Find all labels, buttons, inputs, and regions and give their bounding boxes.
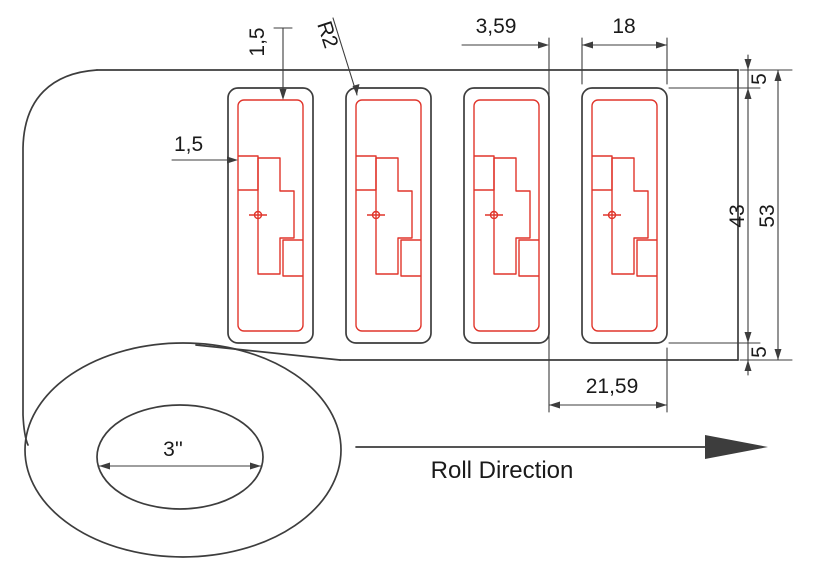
label-1: [227, 87, 314, 344]
down-arrow-icon: [744, 59, 752, 70]
dim-gap-text: 3,59: [476, 15, 517, 38]
dim-pitch: 21,59: [548, 347, 668, 413]
down-arrow-icon: [744, 332, 752, 343]
roll-direction-arrow-icon: [705, 435, 768, 459]
dim-antenna-left-text: 1,5: [174, 133, 203, 156]
dim-radius: R2: [312, 17, 360, 96]
dim-stack-inner: 5 43 5: [726, 54, 771, 376]
up-arrow-icon: [774, 70, 782, 81]
dim-antenna-top: 1,5: [246, 27, 293, 100]
right-arrow-icon: [656, 401, 667, 409]
right-arrow-icon: [538, 41, 549, 49]
dim-margin-bottom-text: 5: [748, 346, 771, 358]
web: [96, 69, 739, 361]
dim-web-height: 53: [756, 69, 782, 361]
dim-radius-text: R2: [312, 18, 342, 51]
down-arrow-icon: [279, 89, 287, 100]
dim-label-height-text: 43: [726, 204, 749, 227]
labels: [227, 87, 668, 344]
roll-wrap-outline: [22, 69, 98, 446]
label-2: [345, 87, 432, 344]
right-arrow-icon: [656, 41, 667, 49]
up-arrow-icon: [744, 88, 752, 99]
dim-web-height-text: 53: [756, 204, 779, 227]
roll: [22, 69, 342, 558]
dim-label-width: 18: [581, 15, 668, 85]
left-arrow-icon: [549, 401, 560, 409]
dim-label-width-text: 18: [612, 15, 635, 38]
roll-outer-ellipse: [24, 342, 342, 558]
roll-core-ellipse: [96, 404, 264, 510]
label-3: [463, 87, 550, 344]
down-arrow-icon: [774, 349, 782, 360]
up-arrow-icon: [744, 360, 752, 371]
right-arrow-icon: [227, 156, 238, 164]
core-diameter-text: 3'': [163, 438, 183, 461]
dim-antenna-top-text: 1,5: [246, 27, 269, 56]
dim-core-diameter: 3'': [98, 438, 262, 470]
right-extension-lines: [668, 69, 793, 361]
dim-gap: 3,59: [461, 15, 615, 413]
dim-pitch-text: 21,59: [586, 375, 639, 398]
dim-antenna-left: 1,5: [171, 133, 238, 164]
leader-arrow-icon: [352, 84, 360, 95]
leader-line: [332, 17, 358, 96]
roll-tangent-line: [195, 344, 341, 361]
left-arrow-icon: [99, 462, 110, 470]
roll-direction-text: Roll Direction: [431, 457, 574, 484]
dim-margin-top-text: 5: [748, 73, 771, 85]
right-arrow-icon: [250, 462, 261, 470]
roll-direction: Roll Direction: [355, 435, 768, 484]
label-4: [581, 87, 668, 344]
